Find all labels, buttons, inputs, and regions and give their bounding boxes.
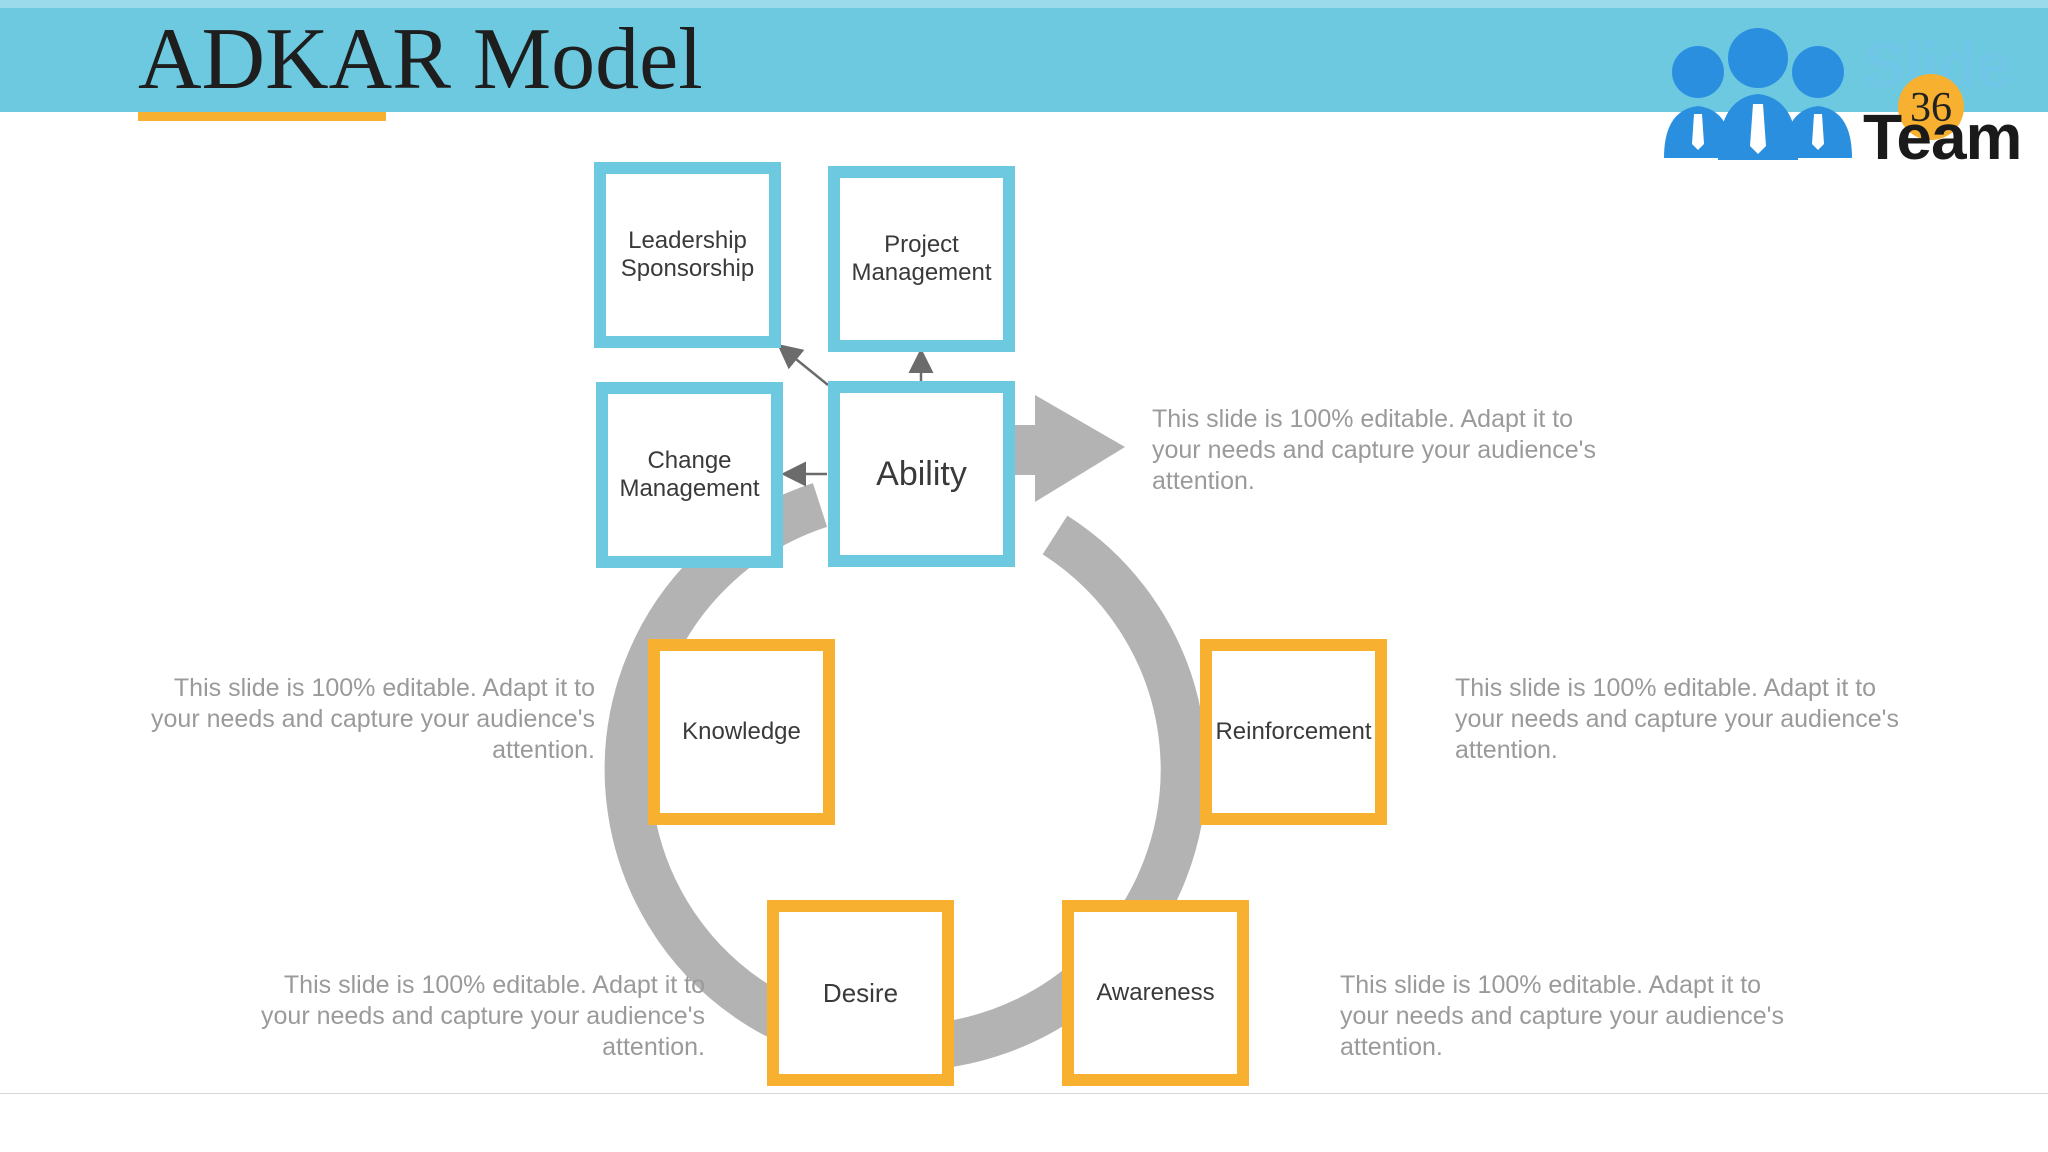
awareness-note: This slide is 100% editable. Adapt it to… — [1340, 971, 1784, 1061]
awareness-label: Awareness — [1096, 979, 1215, 1006]
reinforcement-box: Reinforcement — [1200, 639, 1387, 825]
reinforcement-label: Reinforcement — [1215, 718, 1372, 745]
arrow-to-leadership — [777, 343, 829, 386]
header-topline — [0, 0, 2048, 8]
leadership-sponsorship-box: Leadership Sponsorship — [594, 162, 781, 348]
reinforcement-note: This slide is 100% editable. Adapt it to… — [1455, 674, 1899, 764]
change-management-box: Change Management — [596, 382, 783, 568]
ability-box: Ability — [828, 381, 1015, 567]
ability-label: Ability — [876, 455, 967, 493]
knowledge-note: This slide is 100% editable. Adapt it to… — [151, 674, 595, 764]
knowledge-box: Knowledge — [648, 639, 835, 825]
slide-title: ADKAR Model — [138, 11, 703, 108]
slideteam-logo: Slide Team 36 — [1658, 26, 2022, 176]
leadership-sponsorship-label: Leadership Sponsorship — [620, 227, 755, 282]
ability-note: This slide is 100% editable. Adapt it to… — [1152, 405, 1596, 495]
project-management-label: Project Management — [851, 231, 992, 286]
desire-box: Desire — [767, 900, 954, 1086]
change-management-label: Change Management — [619, 447, 760, 502]
footer-divider — [0, 1093, 2048, 1094]
logo-text-team: Team — [1863, 101, 2022, 173]
desire-label: Desire — [822, 978, 899, 1008]
awareness-box: Awareness — [1062, 900, 1249, 1086]
project-management-box: Project Management — [828, 166, 1015, 352]
cycle-arrowhead — [1035, 395, 1125, 502]
page-number: 36 — [1910, 85, 1952, 131]
knowledge-label: Knowledge — [682, 718, 801, 745]
title-underline — [138, 112, 386, 121]
page-number-badge — [1898, 74, 1964, 140]
desire-note: This slide is 100% editable. Adapt it to… — [261, 971, 705, 1061]
people-icon — [1664, 28, 1852, 160]
